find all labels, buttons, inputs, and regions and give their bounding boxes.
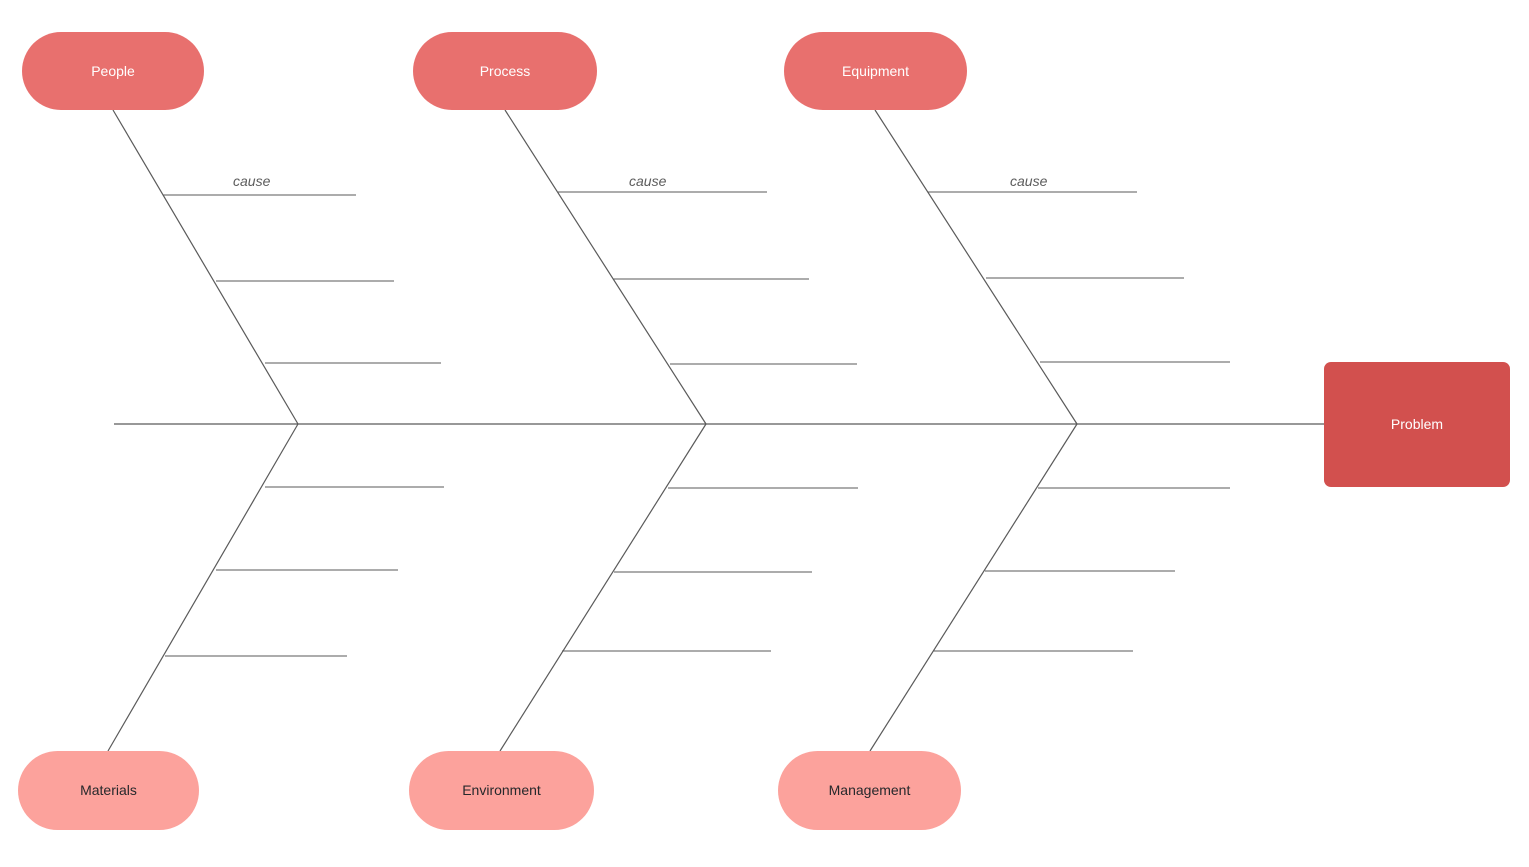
- category-label-process: Process: [479, 62, 531, 79]
- category-label-environment: Environment: [462, 782, 541, 799]
- bone-line-equipment: [874, 109, 1078, 425]
- cause-text-label-equipment[interactable]: cause: [1010, 173, 1048, 189]
- category-label-people: People: [91, 62, 135, 79]
- category-label-equipment: Equipment: [842, 62, 909, 79]
- category-node-materials[interactable]: Materials: [18, 751, 199, 830]
- category-label-management: Management: [828, 782, 911, 799]
- category-node-management[interactable]: Management: [778, 751, 961, 830]
- bone-line-process: [504, 109, 707, 425]
- cause-text-label-process[interactable]: cause: [629, 173, 667, 189]
- category-node-environment[interactable]: Environment: [409, 751, 594, 830]
- problem-label: Problem: [1390, 416, 1444, 433]
- category-label-materials: Materials: [80, 782, 137, 799]
- bone-line-management: [869, 423, 1078, 752]
- category-node-equipment[interactable]: Equipment: [784, 32, 967, 110]
- bone-line-materials: [107, 423, 299, 752]
- bone-line-environment: [499, 423, 707, 752]
- cause-text-label-people[interactable]: cause: [233, 173, 271, 189]
- bone-line-people: [112, 109, 299, 425]
- category-node-people[interactable]: People: [22, 32, 204, 110]
- problem-node[interactable]: Problem: [1324, 362, 1510, 487]
- category-node-process[interactable]: Process: [413, 32, 597, 110]
